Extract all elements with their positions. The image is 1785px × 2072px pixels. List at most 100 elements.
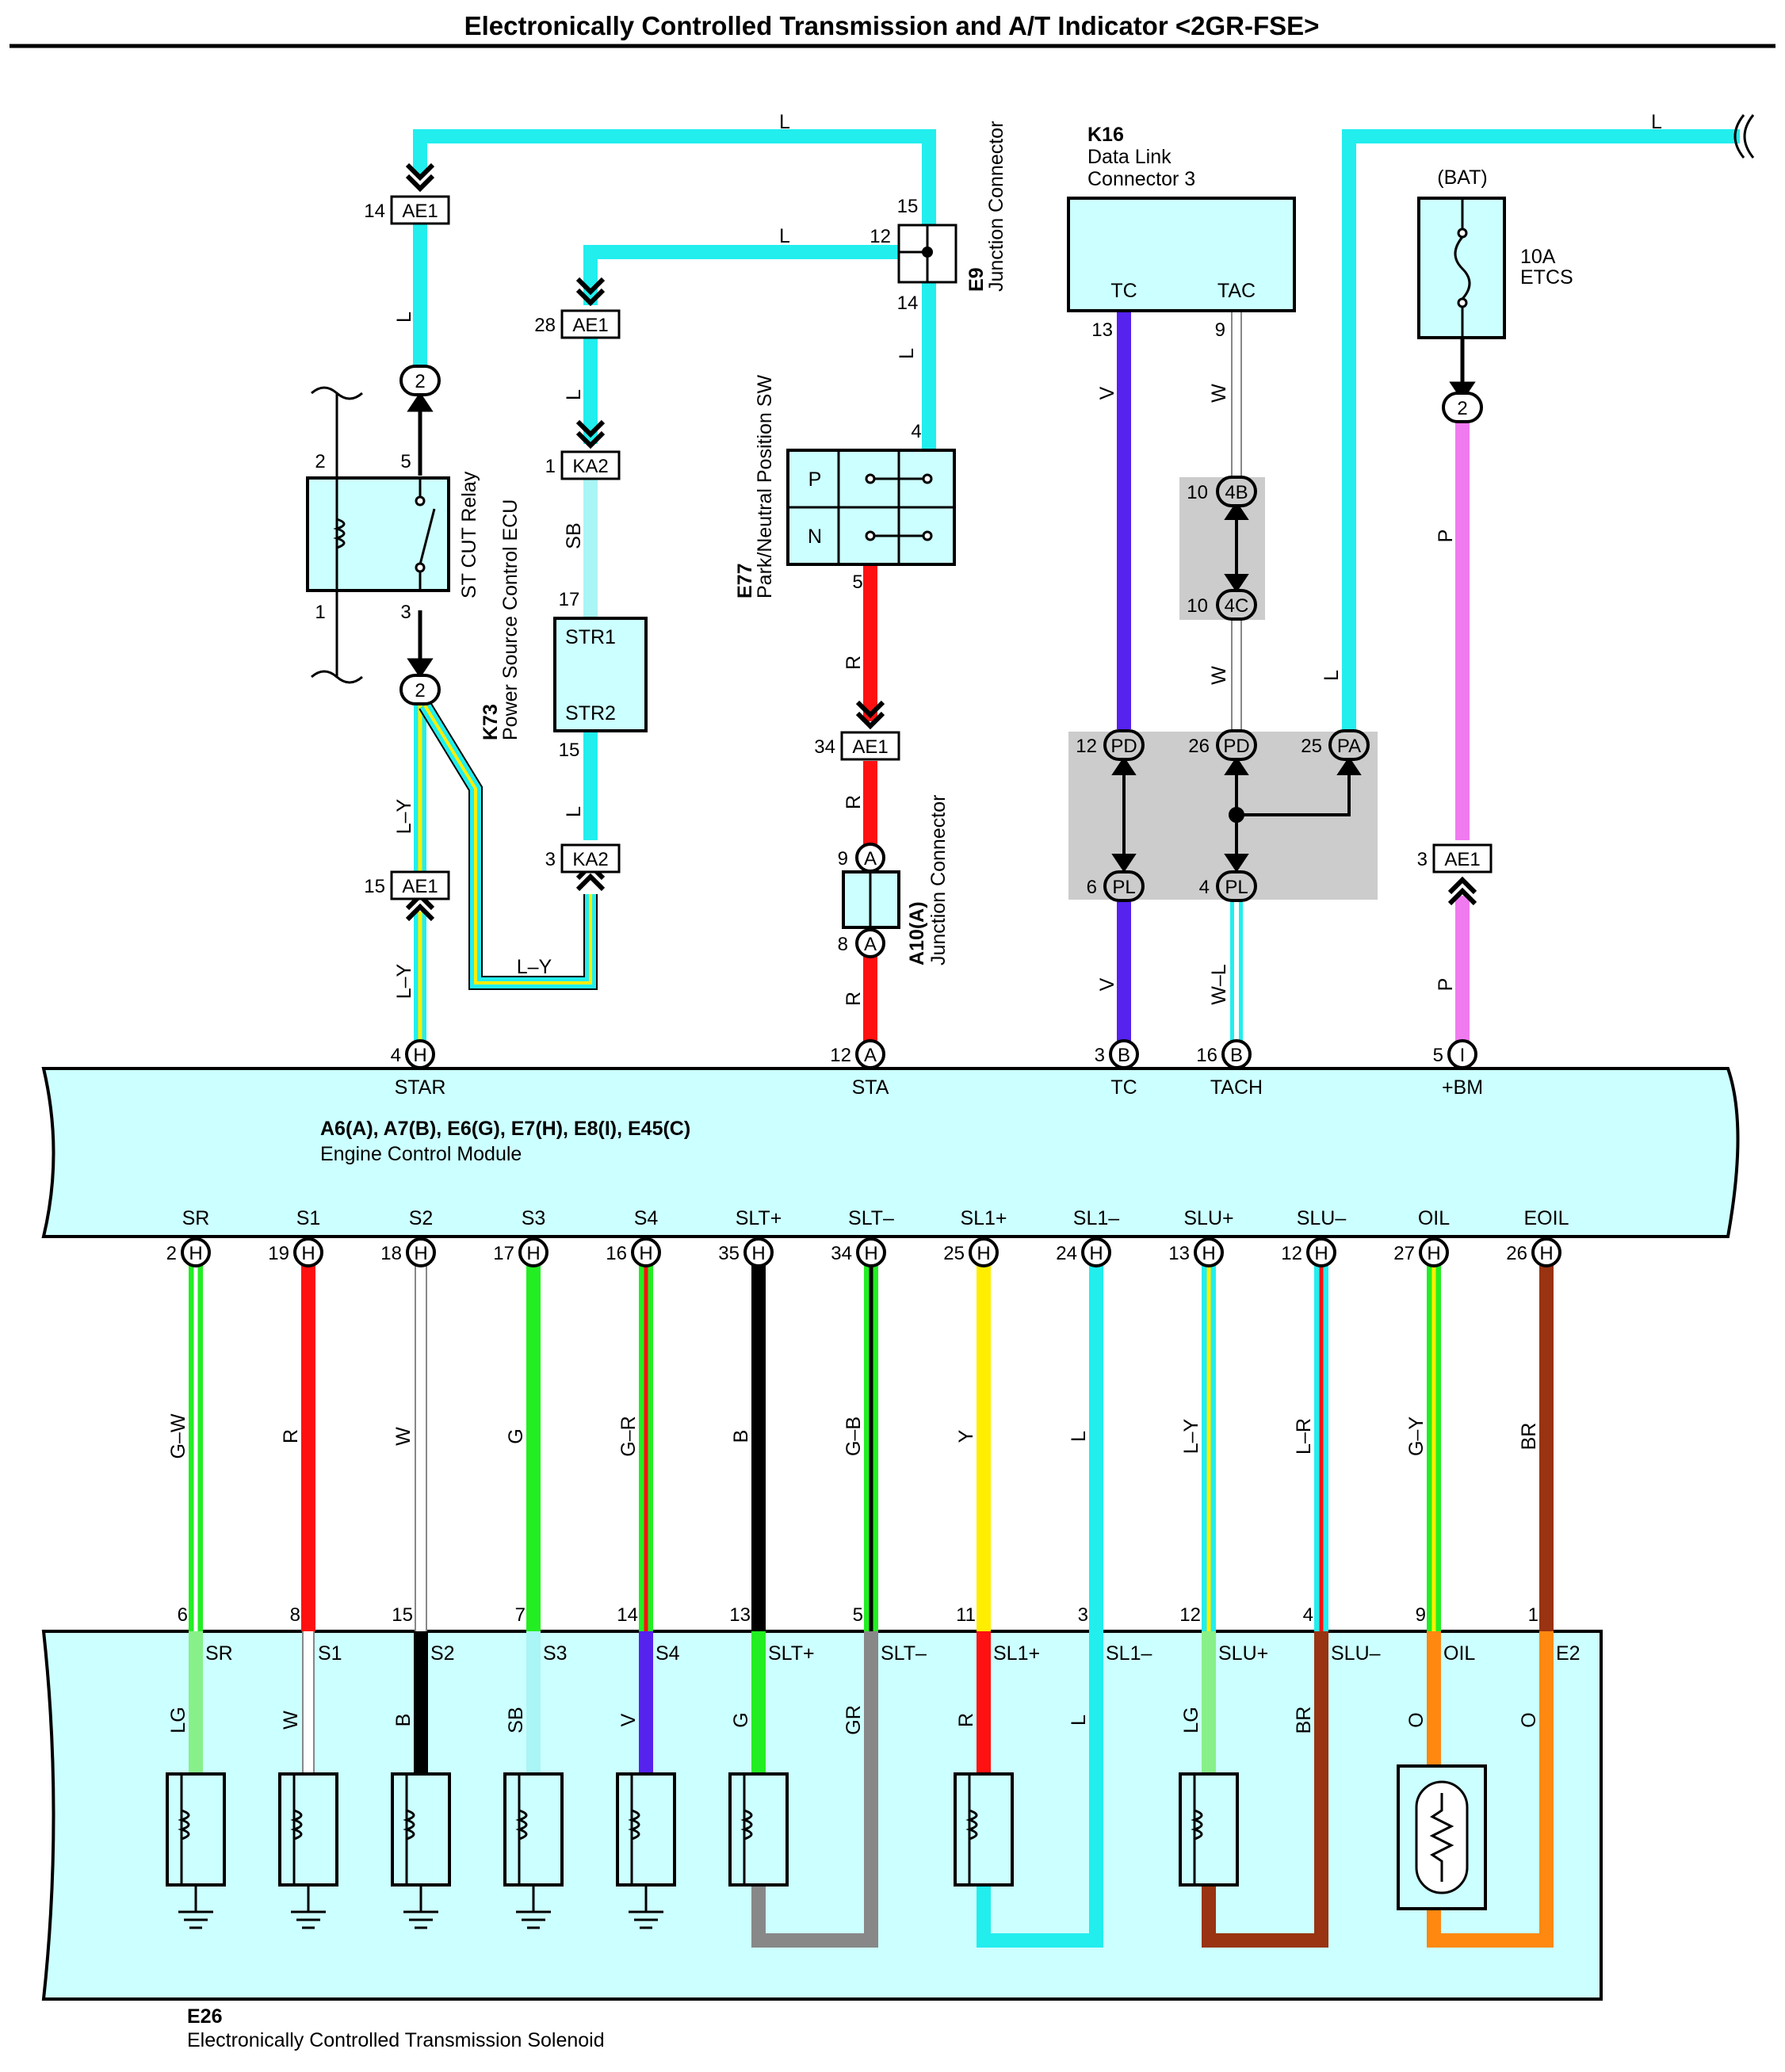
solenoid-pin: 15: [392, 1604, 413, 1626]
ground-icon: [403, 1885, 438, 1929]
svg-text:AE1: AE1: [402, 201, 438, 222]
solenoid-coil: [1179, 1772, 1239, 1887]
svg-text:H: H: [414, 1243, 427, 1264]
svg-text:SB: SB: [563, 522, 585, 549]
relay-name: ST CUT Relay: [458, 471, 480, 598]
ecm-top-label: +BM: [1442, 1076, 1483, 1099]
ecm-bottom-label: S3: [522, 1207, 546, 1229]
svg-text:L: L: [393, 312, 415, 323]
svg-text:Power Source Control ECU: Power Source Control ECU: [499, 499, 522, 740]
svg-text:4: 4: [1199, 877, 1210, 898]
svg-text:9: 9: [1215, 319, 1225, 341]
svg-text:2: 2: [1457, 398, 1467, 419]
wire-label: BR: [1518, 1423, 1540, 1451]
ecm-bottom-label: SLU–: [1297, 1207, 1347, 1229]
svg-text:13: 13: [1091, 319, 1113, 341]
splice-arrows: [1111, 501, 1362, 873]
solenoid-coil: [166, 1772, 226, 1887]
svg-text:19: 19: [268, 1243, 289, 1264]
pin-a-9: A 9: [838, 843, 885, 873]
ecm-top-pin-star: H4: [391, 1039, 435, 1069]
svg-text:PD: PD: [1110, 736, 1137, 757]
wire-label: B: [730, 1430, 752, 1443]
svg-text:2: 2: [415, 680, 425, 701]
svg-text:W: W: [1208, 666, 1230, 685]
svg-text:B: B: [1230, 1045, 1243, 1066]
connector-pl-6: PL 6: [1087, 870, 1145, 902]
solenoid-terminal: S2: [430, 1642, 455, 1665]
svg-text:Junction Connector: Junction Connector: [985, 121, 1007, 292]
svg-text:PD: PD: [1223, 736, 1249, 757]
ecm-bottom-label: S2: [409, 1207, 434, 1229]
svg-text:4C: 4C: [1225, 595, 1249, 617]
svg-text:24: 24: [1056, 1243, 1077, 1264]
solenoid-coil: [391, 1772, 451, 1887]
chevrons: [405, 162, 1477, 922]
svg-text:H: H: [864, 1243, 877, 1264]
solenoid-pin: 9: [1416, 1604, 1426, 1626]
svg-text:TC: TC: [1110, 280, 1137, 302]
svg-text:R: R: [843, 992, 865, 1006]
svg-text:Junction Connector: Junction Connector: [927, 795, 950, 965]
svg-text:V: V: [1096, 386, 1118, 399]
svg-text:V: V: [1096, 977, 1118, 991]
svg-text:L: L: [1651, 111, 1662, 133]
solenoid-pin: 12: [1179, 1604, 1201, 1626]
solenoid-pin: 6: [178, 1604, 188, 1626]
svg-text:L–Y: L–Y: [393, 963, 415, 999]
svg-text:Data Link: Data Link: [1087, 146, 1172, 168]
solenoid-terminal: SR: [205, 1642, 233, 1665]
solenoid-wire-label: L: [1068, 1715, 1090, 1726]
ecm-bottom-pin: H34: [831, 1237, 886, 1267]
svg-text:H: H: [301, 1243, 315, 1264]
ecm-bottom-pin: H2: [166, 1237, 211, 1267]
junction-connector-e9: 15 12 14 E9 Junction Connector: [870, 121, 1007, 314]
ecm-top-pin-bm: I5: [1433, 1039, 1477, 1069]
svg-text:8: 8: [838, 934, 848, 955]
wire-break-mark-2: [1743, 114, 1755, 159]
solenoid-code: E26: [187, 2005, 222, 2028]
svg-text:E9: E9: [965, 267, 988, 292]
svg-text:A10(A): A10(A): [906, 901, 928, 965]
svg-text:L: L: [779, 111, 790, 133]
ecm-bottom-pins: SRG–WH26SRLGS1RH198S1WS2WH1815S2BS3GH177…: [166, 1207, 1581, 1948]
svg-text:STR1: STR1: [565, 626, 616, 648]
solenoid-terminal: OIL: [1443, 1642, 1475, 1665]
wire-label: G–R: [617, 1416, 640, 1456]
ecm-bottom-pin: H24: [1056, 1237, 1111, 1267]
solenoid-pin: 11: [956, 1604, 976, 1626]
ecm-bottom-pin: H25: [943, 1237, 999, 1267]
connector-ae1-15: AE1 15: [364, 870, 450, 900]
svg-text:TAC: TAC: [1217, 280, 1256, 302]
svg-text:L: L: [563, 389, 585, 400]
solenoid-coil: [954, 1772, 1014, 1887]
ecm-bottom-pin: H 35: [718, 1237, 774, 1267]
ground-icon: [516, 1885, 551, 1929]
connector-ka2-1: KA2 1: [545, 450, 621, 480]
svg-text:AE1: AE1: [852, 736, 888, 758]
svg-text:5: 5: [852, 572, 862, 593]
svg-text:1: 1: [545, 456, 556, 477]
solenoid-wire-label: GR: [843, 1705, 865, 1735]
solenoid-coil: [503, 1772, 564, 1887]
svg-text:Park/Neutral Position SW: Park/Neutral Position SW: [754, 375, 776, 598]
wire-label: Y: [955, 1429, 977, 1443]
svg-text:13: 13: [1168, 1243, 1190, 1264]
solenoid-wire-label: B: [392, 1714, 415, 1727]
svg-text:35: 35: [718, 1243, 740, 1264]
ground-icon: [291, 1885, 326, 1929]
ecm-top-label: STAR: [395, 1076, 446, 1099]
ecm-bottom-pin: H27: [1393, 1237, 1449, 1267]
svg-text:9: 9: [838, 848, 848, 870]
svg-text:12: 12: [870, 226, 891, 247]
svg-text:27: 27: [1393, 1243, 1415, 1264]
svg-text:A: A: [864, 934, 877, 955]
svg-text:H: H: [751, 1243, 765, 1264]
svg-text:14: 14: [897, 292, 919, 314]
solenoid-terminal: SLU–: [1331, 1642, 1381, 1665]
